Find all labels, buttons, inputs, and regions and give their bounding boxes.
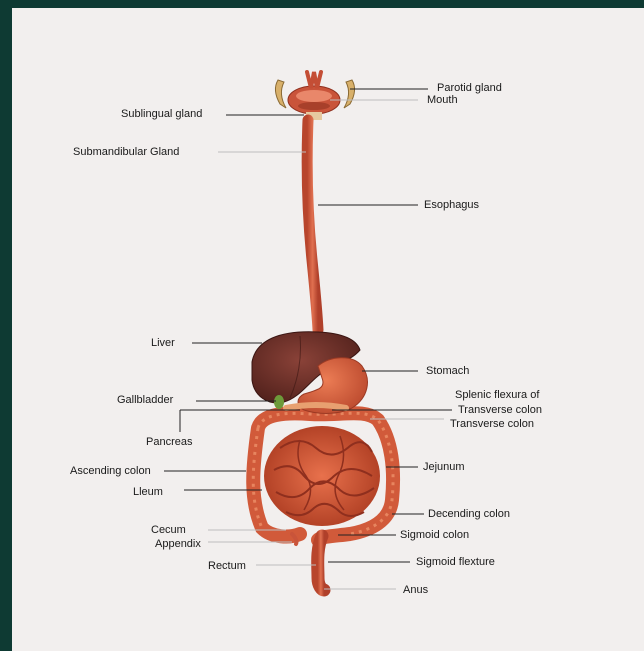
- label-jejunum: Jejunum: [423, 461, 465, 474]
- label-mouth: Mouth: [427, 94, 458, 107]
- label-sigmoid-flexture: Sigmoid flexture: [416, 556, 495, 569]
- label-ileum: Lleum: [133, 486, 163, 499]
- label-gallbladder: Gallbladder: [117, 394, 173, 407]
- label-submandibular-gland: Submandibular Gland: [73, 146, 179, 159]
- label-anus: Anus: [403, 584, 428, 597]
- label-pancreas: Pancreas: [146, 436, 192, 449]
- label-appendix: Appendix: [155, 538, 201, 551]
- label-cecum: Cecum: [151, 524, 186, 537]
- label-splenic-flexura-1: Splenic flexura of: [455, 389, 539, 402]
- gallbladder-organ: [274, 395, 284, 409]
- label-stomach: Stomach: [426, 365, 469, 378]
- label-splenic-flexura-2: Transverse colon: [458, 404, 542, 417]
- left-gland-shape: [275, 80, 286, 108]
- label-rectum: Rectum: [208, 560, 246, 573]
- label-liver: Liver: [151, 337, 175, 350]
- label-esophagus: Esophagus: [424, 199, 479, 212]
- label-ascending-colon: Ascending colon: [70, 465, 151, 478]
- label-transverse-colon: Transverse colon: [450, 418, 534, 431]
- mouth-organ: [275, 72, 354, 120]
- right-gland-shape: [344, 80, 355, 108]
- label-sublingual-gland: Sublingual gland: [121, 108, 202, 121]
- label-decending-colon: Decending colon: [428, 508, 510, 521]
- small-intestine-organ: [264, 426, 380, 526]
- label-sigmoid-colon: Sigmoid colon: [400, 529, 469, 542]
- esophagus-organ: [307, 120, 318, 330]
- pancreas-organ: [286, 405, 346, 408]
- rectum-organ: [318, 536, 324, 590]
